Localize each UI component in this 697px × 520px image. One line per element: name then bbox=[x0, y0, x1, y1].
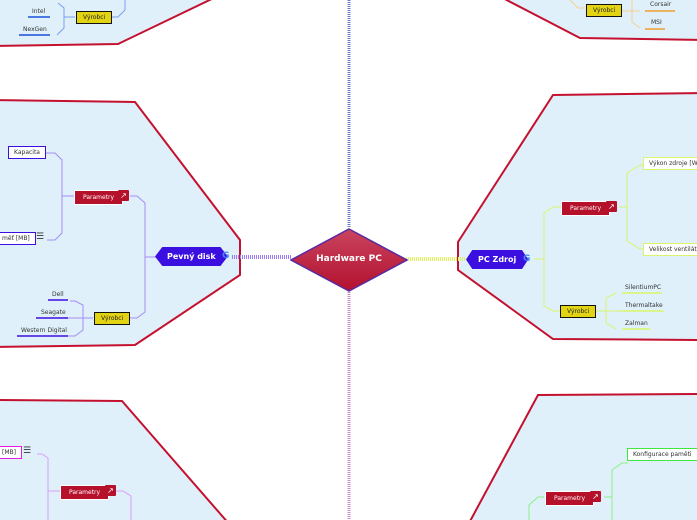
external-link-icon[interactable]: ↗ bbox=[118, 190, 129, 201]
central-node[interactable]: Hardware PC bbox=[289, 228, 409, 292]
param-velikost-ventilatoru[interactable]: Velikost ventilátoru bbox=[643, 243, 697, 256]
manufacturer-western-digital[interactable]: Western Digital bbox=[21, 327, 67, 334]
region-bottom-right bbox=[469, 393, 697, 520]
parametry-node-bottom-right[interactable]: Parametry bbox=[545, 491, 595, 506]
manufacturer-nexgen[interactable]: NexGen bbox=[23, 26, 47, 33]
vyrobci-node-zdroj[interactable]: Výrobci bbox=[560, 305, 597, 318]
external-link-icon[interactable]: ↗ bbox=[105, 485, 116, 496]
manufacturer-dell[interactable]: Dell bbox=[52, 291, 64, 298]
manufacturer-msi[interactable]: MSI bbox=[651, 19, 662, 26]
manufacturer-zalman[interactable]: Zalman bbox=[625, 320, 648, 327]
param-kapacita[interactable]: Kapacita bbox=[8, 146, 46, 159]
manufacturer-corsair[interactable]: Corsair bbox=[650, 1, 672, 8]
region-zdroj bbox=[457, 92, 697, 341]
notes-icon[interactable]: ☰ bbox=[23, 446, 32, 456]
region-bottom-left bbox=[0, 399, 227, 520]
main-node-pevny-disk[interactable]: Pevný disk bbox=[155, 247, 228, 266]
central-node-title: Hardware PC bbox=[316, 254, 382, 264]
region-top-right bbox=[504, 0, 697, 41]
notes-icon[interactable]: ☰ bbox=[36, 232, 45, 242]
param-pamet[interactable]: měť [MB] bbox=[0, 232, 36, 245]
manufacturer-seagate[interactable]: Seagate bbox=[41, 309, 66, 316]
external-link-icon[interactable]: ↗ bbox=[590, 491, 601, 502]
external-link-icon[interactable]: ↗ bbox=[606, 201, 617, 212]
manufacturer-thermaltake[interactable]: Thermaltake bbox=[625, 302, 663, 309]
vyrobci-node-disk[interactable]: Výrobci bbox=[94, 312, 131, 325]
param-mb[interactable]: [MB] bbox=[0, 446, 22, 459]
vyrobci-node-top-right[interactable]: Výrobci bbox=[586, 4, 623, 17]
diamond-shape bbox=[289, 228, 409, 292]
vyrobci-node-top-left[interactable]: Výrobci bbox=[76, 11, 113, 24]
manufacturer-intel[interactable]: Intel bbox=[32, 8, 46, 15]
google-icon[interactable]: G bbox=[523, 254, 531, 264]
parametry-node-disk[interactable]: Parametry bbox=[74, 190, 124, 205]
parametry-node-zdroj[interactable]: Parametry bbox=[561, 201, 611, 216]
parametry-node-bottom-left[interactable]: Parametry bbox=[60, 485, 110, 500]
main-node-pc-zdroj[interactable]: PC Zdroj bbox=[466, 250, 529, 269]
region-disk bbox=[0, 99, 241, 348]
param-vykon-zdroje[interactable]: Výkon zdroje [W] bbox=[643, 157, 697, 170]
param-konfigurace-pameti[interactable]: Konfigurace paměti bbox=[627, 448, 697, 461]
manufacturer-silentiumpc[interactable]: SilentiumPC bbox=[625, 284, 662, 291]
google-icon[interactable]: G bbox=[222, 251, 230, 261]
